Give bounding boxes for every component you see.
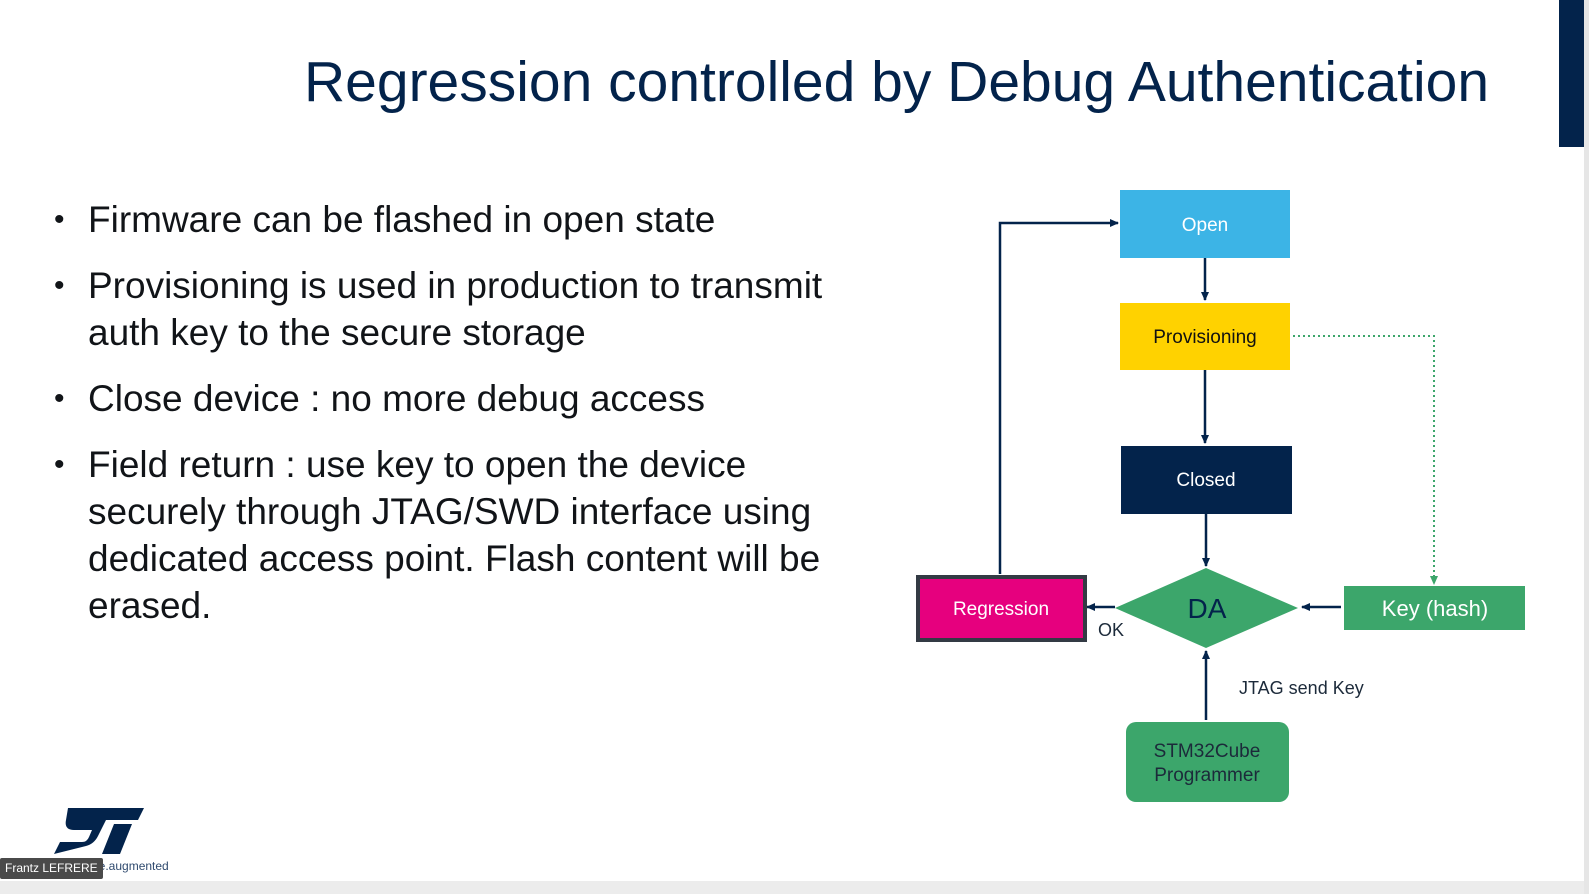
node-provisioning	[1120, 303, 1290, 370]
edge-label-jtag: JTAG send Key	[1239, 678, 1364, 698]
bullet-dot-icon: •	[54, 382, 65, 415]
st-logo	[54, 808, 144, 854]
bullet-text: Firmware can be flashed in open state	[88, 199, 716, 240]
bullet-list: • Firmware can be flashed in open state •…	[52, 196, 832, 648]
node-programmer-label-line2: Programmer	[1154, 765, 1260, 786]
node-regression	[916, 575, 1087, 642]
presenter-name-tag: Frantz LEFRERE	[0, 858, 103, 879]
node-key-hash	[1344, 586, 1525, 630]
bullet-text: Close device : no more debug access	[88, 378, 706, 419]
arrow-regression-to-open	[998, 219, 1119, 574]
dotted-provisioning-to-key	[1288, 335, 1438, 585]
node-programmer-label-line1: STM32Cube	[1154, 741, 1261, 762]
bullet-item: • Field return : use key to open the devi…	[52, 441, 832, 629]
node-closed-label: Closed	[1176, 470, 1235, 491]
bullet-text: Provisioning is used in production to tr…	[88, 265, 823, 353]
bullet-dot-icon: •	[54, 448, 65, 481]
node-key-hash-label: Key (hash)	[1382, 596, 1488, 621]
edge-label-ok: OK	[1098, 620, 1124, 640]
node-provisioning-label: Provisioning	[1153, 327, 1257, 348]
bullet-text: Field return : use key to open the devic…	[88, 444, 821, 626]
node-da-label: DA	[1188, 593, 1227, 624]
bottom-strip	[0, 881, 1589, 894]
bullet-item: • Close device : no more debug access	[52, 375, 832, 422]
bullet-item: • Firmware can be flashed in open state	[52, 196, 832, 243]
bullet-dot-icon: •	[54, 269, 65, 302]
node-regression-label: Regression	[953, 599, 1049, 620]
node-open	[1120, 190, 1290, 258]
node-closed	[1121, 446, 1292, 514]
node-da	[1115, 568, 1298, 648]
slide-title: Regression controlled by Debug Authentic…	[304, 50, 1490, 114]
bullet-item: • Provisioning is used in production to t…	[52, 262, 832, 356]
bullet-dot-icon: •	[54, 203, 65, 236]
node-programmer	[1126, 722, 1289, 802]
node-open-label: Open	[1182, 215, 1228, 236]
accent-bar	[1559, 0, 1584, 147]
tagline: life.augmented	[90, 859, 169, 873]
right-edge	[1584, 0, 1589, 894]
